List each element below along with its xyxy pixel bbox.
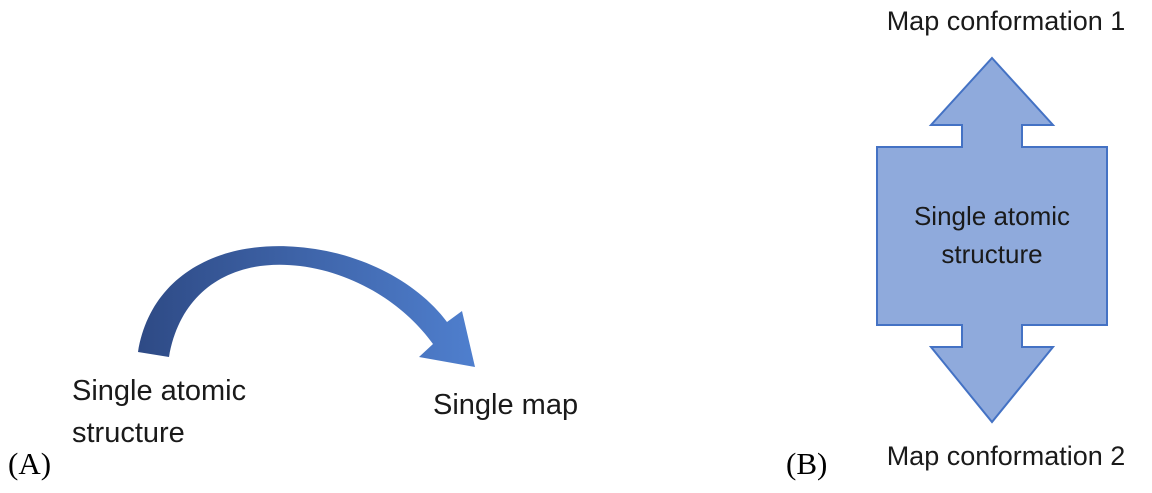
- panel-a-source-line2: structure: [72, 417, 185, 449]
- map-conformation-2-label: Map conformation 2: [886, 441, 1126, 471]
- panel-a-source-label: Single atomic structure: [72, 370, 246, 454]
- curved-arrow-path: [138, 246, 475, 367]
- panel-a-source-line1: Single atomic: [72, 375, 247, 407]
- panel-a-target-label: Single map: [433, 389, 579, 421]
- map-conformation-1-label: Map conformation 1: [886, 6, 1126, 36]
- panel-b-tag: (B): [786, 446, 828, 481]
- panel-b-shape-line1: Single atomic: [913, 201, 1071, 231]
- panel-b-shape-center-label: Single atomic structure: [875, 197, 1109, 273]
- panel-a-tag: (A): [8, 446, 52, 481]
- panel-b-shape-line2: structure: [941, 239, 1043, 269]
